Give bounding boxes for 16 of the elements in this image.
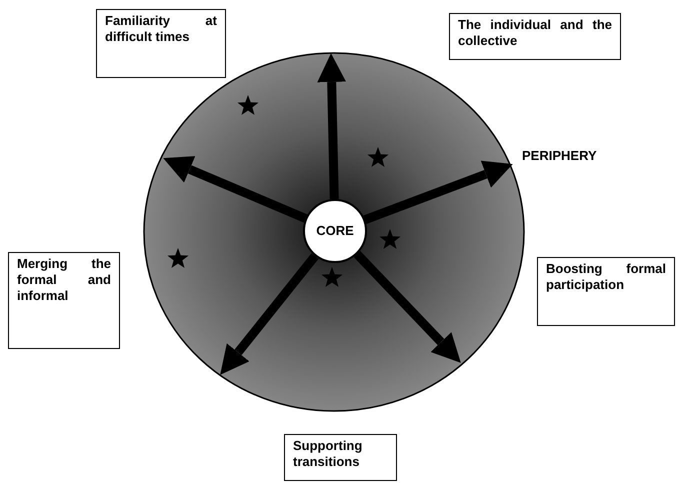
arrow [363, 160, 513, 224]
arrow [163, 156, 308, 223]
text-box [449, 13, 621, 60]
arrow [317, 53, 346, 200]
arrow [354, 251, 461, 363]
box-text: Merging the formal and informal [17, 256, 111, 304]
box-text: Supporting transitions [293, 438, 364, 470]
box-text: The individual and the collective [458, 17, 612, 49]
arrow [220, 253, 319, 375]
text-box [284, 434, 397, 481]
periphery-label: PERIPHERY [522, 147, 597, 165]
box-text: Boosting formal participation [546, 261, 666, 293]
text-box [8, 252, 120, 349]
box-text: Familiarity at difficult times [105, 13, 217, 45]
text-box [96, 9, 226, 78]
text-box [537, 257, 675, 326]
